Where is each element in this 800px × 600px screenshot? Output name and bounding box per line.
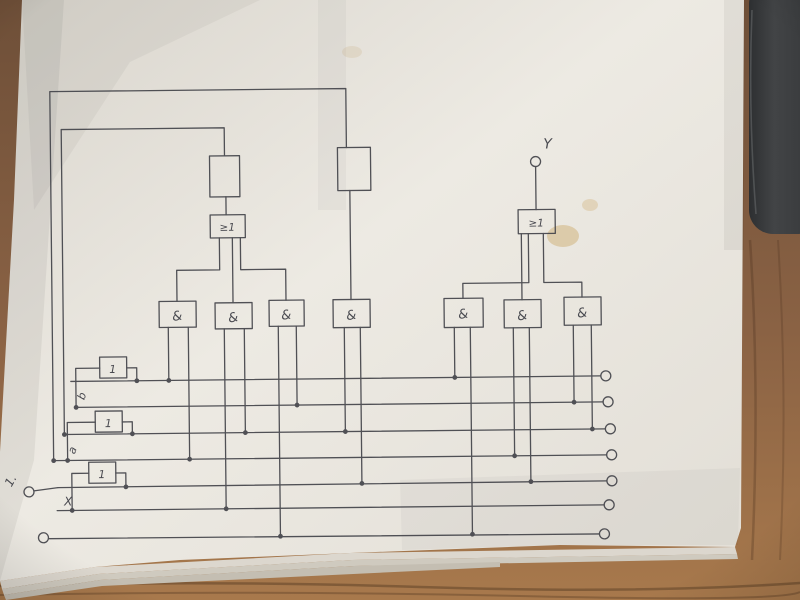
vignette-overlay [0, 0, 800, 600]
scene-svg: ≥1 ≥1 & & & & & & & 1 1 1 [0, 0, 800, 600]
photo-of-circuit-drawing: ≥1 ≥1 & & & & & & & 1 1 1 [0, 0, 800, 600]
